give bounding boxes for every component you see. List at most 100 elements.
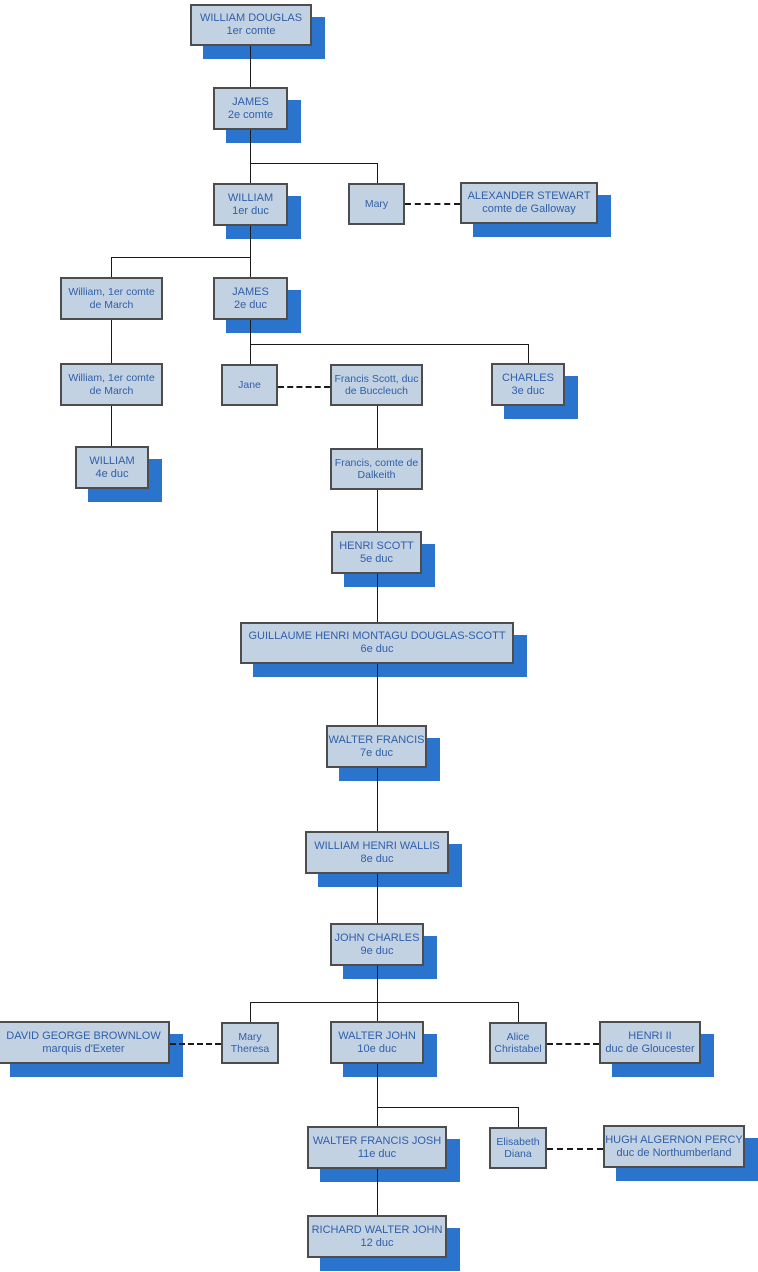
marriage-link [547,1148,603,1150]
connector-line [250,130,251,163]
person-title: 12 duc [360,1236,394,1249]
connector-line [111,257,112,277]
person-title: 9e duc [360,944,394,957]
connector-line [377,1107,518,1108]
person-name: JOHN CHARLES [334,931,420,944]
person-title: Dalkeith [357,469,396,481]
person-title: 7e duc [359,746,394,759]
connector-line [377,163,378,183]
connector-line [377,1064,378,1107]
person-name: Francis Scott, duc [334,372,419,385]
connector-line [377,406,378,448]
connector-line [250,46,251,87]
person-title: duc de Gloucester [605,1042,695,1055]
person-title: Diana [504,1148,532,1160]
marriage-link [405,203,460,205]
person-name: WILLIAM HENRI WALLIS [314,839,440,852]
person-node-mary[interactable]: Mary [348,183,405,225]
connector-line [111,257,250,258]
person-name: HENRI SCOTT [339,539,414,552]
person-name: DAVID GEORGE BROWNLOW [6,1029,161,1042]
person-title: de March [89,298,134,311]
person-name: JAMES [232,95,269,108]
connector-line [250,320,251,344]
person-name: Elisabeth [496,1135,540,1148]
person-node-jane[interactable]: Jane [221,364,278,406]
person-name: HUGH ALGERNON PERCY [605,1133,743,1146]
person-title: Theresa [230,1043,270,1055]
connector-line [377,768,378,831]
person-title: de Buccleuch [344,385,409,397]
person-title: comte de Galloway [482,203,576,215]
connector-line [518,1107,519,1127]
person-name: WALTER JOHN [338,1029,416,1042]
connector-line [377,966,378,1002]
marriage-link [278,386,330,388]
person-name: WILLIAM [227,191,274,204]
person-title: 4e duc [95,467,129,480]
connector-line [377,1169,378,1215]
person-name: WALTER FRANCIS JOSH [312,1134,442,1147]
person-title: marquis d'Exeter [42,1042,125,1055]
connector-line [250,344,251,364]
connector-line [377,1107,378,1126]
connector-line [528,344,529,363]
person-name: ALEXANDER STEWART [467,190,591,203]
person-name: HENRI II [628,1029,672,1042]
person-name: Francis, comte de [334,456,419,469]
connector-line [250,257,251,277]
person-name: Mary [364,197,389,210]
person-title: 2e comte [227,108,274,121]
connector-line [518,1002,519,1022]
marriage-link [547,1043,599,1045]
person-name: WILLIAM DOUGLAS [199,12,303,25]
connector-line [250,226,251,257]
connector-line [377,1002,378,1021]
connector-line [111,320,112,363]
person-name: Alice [506,1030,530,1043]
connector-line [250,1002,251,1022]
person-name: JAMES [232,285,269,298]
marriage-link [170,1043,221,1045]
person-title: de March [89,384,134,397]
connector-line [377,574,378,622]
person-title: 6e duc [360,643,394,655]
connector-line [377,874,378,923]
connector-line [111,406,112,446]
person-title: 1er duc [232,204,269,217]
person-name: William, 1er comte [68,372,155,385]
person-name: CHARLES [502,371,554,384]
connector-line [250,344,528,345]
connector-line [377,664,378,725]
connector-line [250,163,251,183]
connector-line [377,490,378,531]
person-title: 5e duc [359,552,394,565]
person-title: Christabel [494,1043,542,1055]
